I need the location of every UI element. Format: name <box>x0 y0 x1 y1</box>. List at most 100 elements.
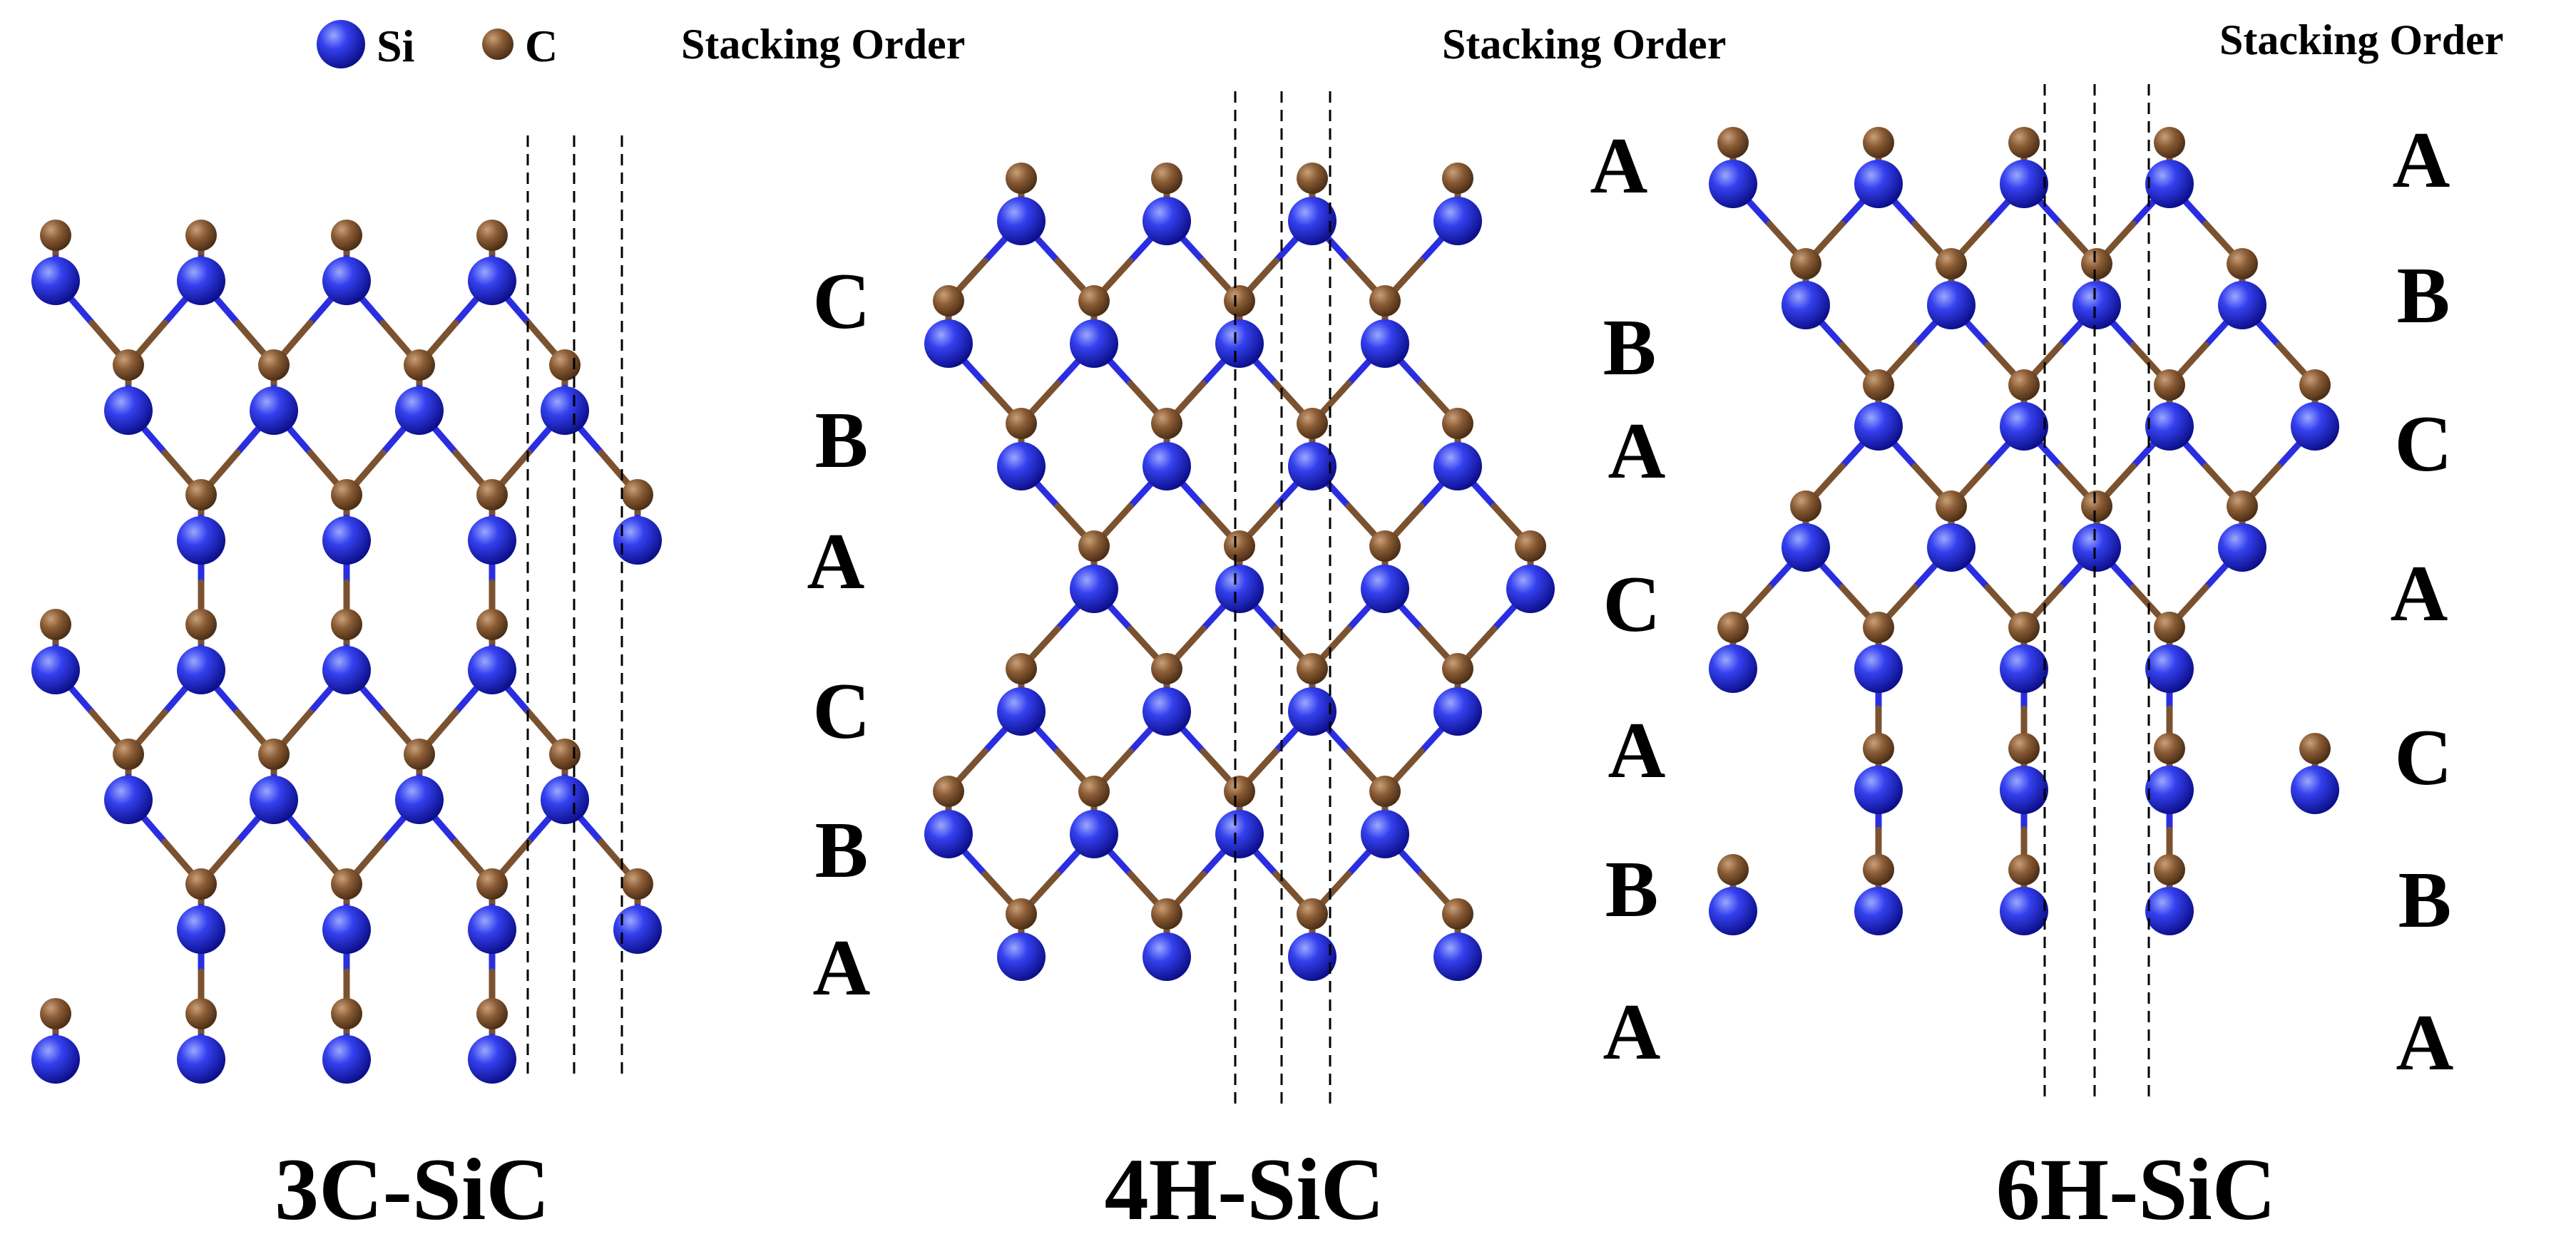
legend: Si C <box>317 20 558 71</box>
si-atom <box>2000 160 2048 208</box>
c-atom <box>404 739 435 770</box>
si-atom <box>1433 197 1482 245</box>
stacking-label: A <box>813 924 871 1012</box>
si-atom <box>31 257 80 305</box>
c-atom <box>1224 776 1255 807</box>
si-atom <box>2218 281 2266 329</box>
si-atom <box>2000 644 2048 693</box>
si-atom <box>541 776 589 824</box>
c-atom <box>1006 163 1037 194</box>
stacking-label: A <box>2391 550 2448 638</box>
c-atom <box>2299 369 2331 401</box>
si-atom <box>1143 932 1191 981</box>
c-atom <box>1078 285 1110 317</box>
c-atom <box>1006 898 1037 930</box>
si-atom <box>468 257 516 305</box>
c-atom <box>2008 612 2040 643</box>
legend-c-atom-icon <box>482 29 513 60</box>
stacking-label: A <box>1608 706 1666 795</box>
si-atom <box>1070 319 1118 368</box>
si-atom <box>2000 887 2048 935</box>
si-atom <box>177 516 225 565</box>
c-atom <box>2081 248 2112 279</box>
stacking-label: B <box>815 806 869 895</box>
c-atom <box>1006 653 1037 684</box>
c-atom <box>113 739 144 770</box>
c-atom <box>1078 776 1110 807</box>
panel-6h-stacking-labels: A B C A C B A <box>2391 116 2454 1087</box>
si-atom <box>2072 281 2121 329</box>
si-atom <box>613 905 662 954</box>
si-atom <box>997 932 1046 981</box>
c-atom <box>2008 369 2040 401</box>
si-atom <box>31 1035 80 1084</box>
c-atom <box>1151 408 1182 439</box>
si-atom <box>250 776 298 824</box>
si-atom <box>468 905 516 954</box>
c-atom <box>1790 490 1821 522</box>
si-atom <box>997 687 1046 736</box>
si-atom <box>1782 281 1830 329</box>
si-atom <box>177 1035 225 1084</box>
c-atom <box>1717 612 1749 643</box>
si-atom <box>1215 319 1264 368</box>
c-atom <box>2227 490 2258 522</box>
si-atom <box>2291 766 2339 814</box>
stacking-label: C <box>1603 560 1661 649</box>
c-atom <box>331 220 362 251</box>
c-atom <box>1297 408 1328 439</box>
panel-4h-stacking-order-title: Stacking Order <box>1442 21 1726 68</box>
si-atom <box>1854 644 1903 693</box>
c-atom <box>2008 733 2040 764</box>
si-atom <box>2145 160 2194 208</box>
c-atom <box>185 609 217 640</box>
c-atom <box>476 609 508 640</box>
c-atom <box>1297 163 1328 194</box>
si-atom <box>613 516 662 565</box>
c-atom <box>331 609 362 640</box>
c-atom <box>1790 248 1821 279</box>
c-atom <box>476 479 508 510</box>
c-atom <box>331 868 362 900</box>
c-atom <box>1224 285 1255 317</box>
c-atom <box>2154 369 2185 401</box>
si-atom <box>1288 442 1336 490</box>
c-atom <box>1863 854 1894 885</box>
c-atom <box>1151 163 1182 194</box>
si-atom <box>1927 523 1976 572</box>
c-atom <box>1717 854 1749 885</box>
stacking-label: B <box>1603 304 1657 392</box>
c-atom <box>2081 490 2112 522</box>
c-atom <box>622 479 653 510</box>
si-atom <box>1288 932 1336 981</box>
c-atom <box>1863 612 1894 643</box>
c-atom <box>1863 369 1894 401</box>
c-atom <box>1297 898 1328 930</box>
si-atom <box>924 810 973 858</box>
si-atom <box>322 1035 371 1084</box>
c-atom <box>40 998 71 1029</box>
legend-si-label: Si <box>377 21 414 71</box>
stacking-label: C <box>2395 400 2453 488</box>
si-atom <box>468 646 516 694</box>
stacking-label: A <box>2393 116 2450 205</box>
si-atom <box>31 646 80 694</box>
c-atom <box>476 998 508 1029</box>
si-atom <box>322 257 371 305</box>
si-atom <box>1506 565 1555 613</box>
c-atom <box>1224 530 1255 562</box>
panel-4h-stacking-labels: A B A C A B A <box>1590 122 1666 1076</box>
si-atom <box>177 257 225 305</box>
lattice-3c-sic <box>31 220 662 1084</box>
c-atom <box>1717 127 1749 158</box>
stacking-label: A <box>807 518 865 606</box>
c-atom <box>1297 653 1328 684</box>
c-atom <box>2299 733 2331 764</box>
si-atom <box>2145 887 2194 935</box>
si-atom <box>2000 402 2048 451</box>
si-atom <box>322 646 371 694</box>
c-atom <box>113 349 144 381</box>
si-atom <box>395 776 444 824</box>
c-atom <box>1936 490 1967 522</box>
c-atom <box>1078 530 1110 562</box>
